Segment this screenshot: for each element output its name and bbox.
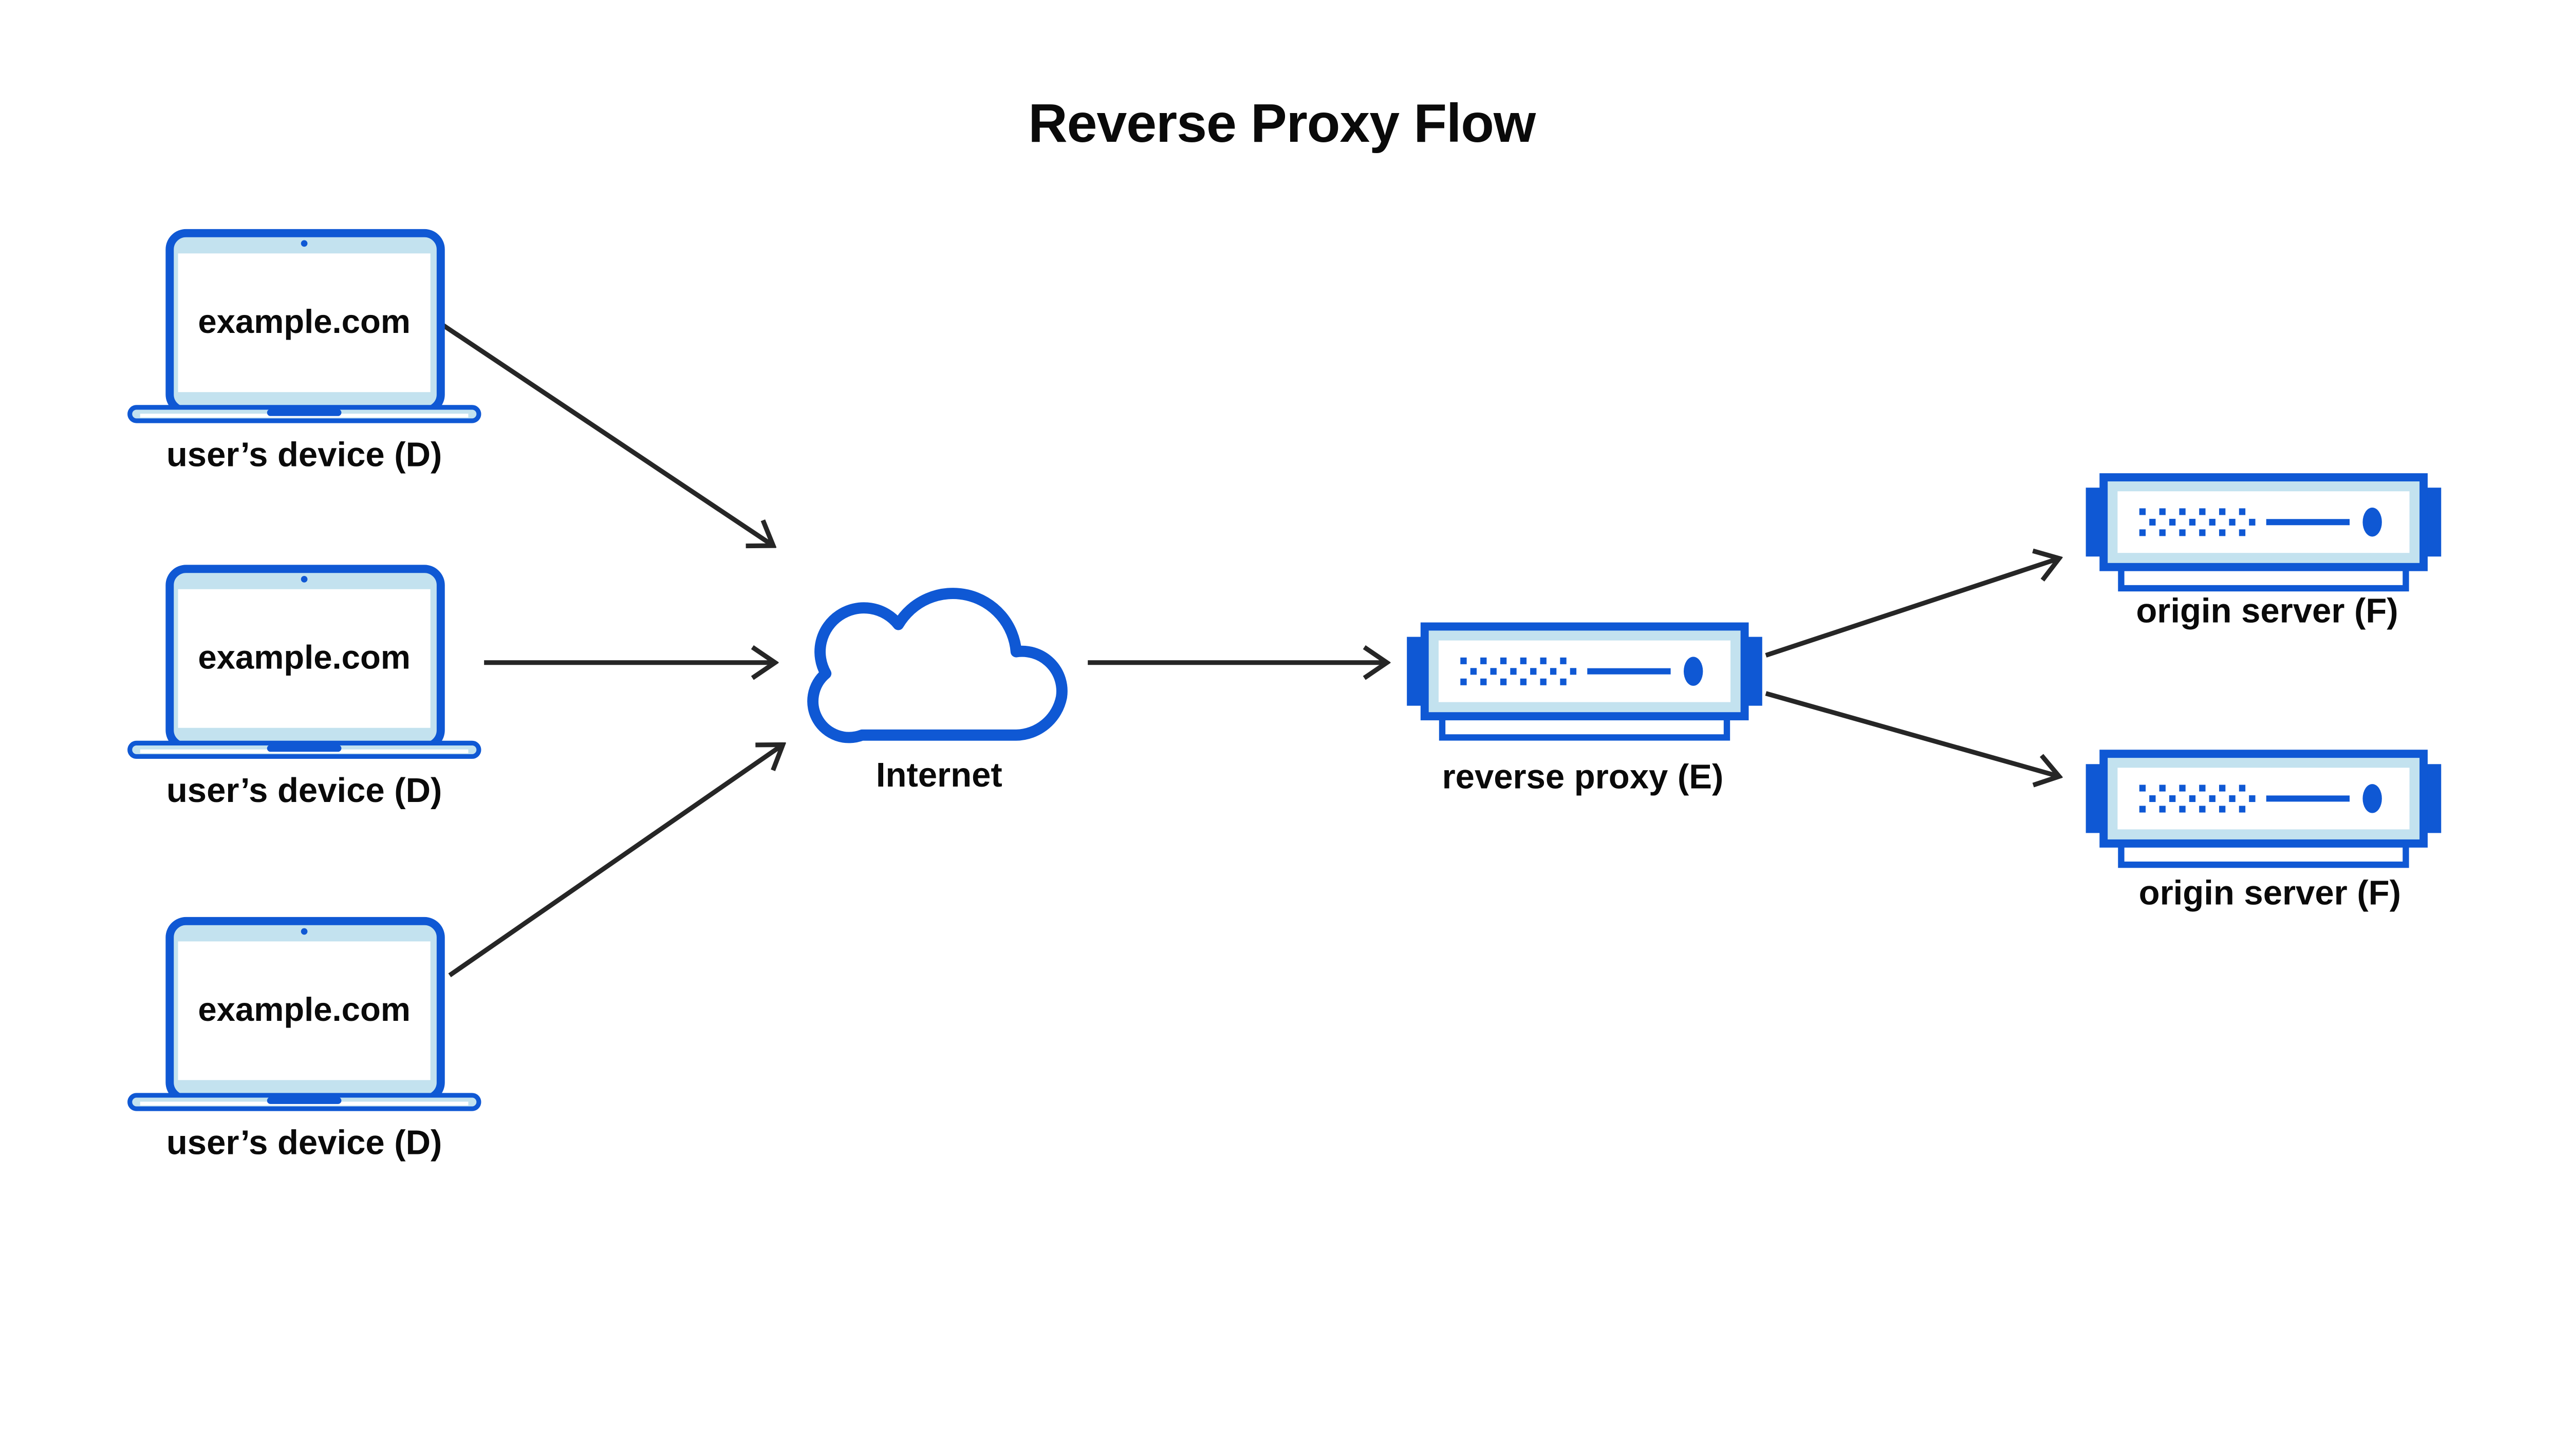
arrow-device1-to-internet bbox=[440, 322, 773, 546]
server-icon bbox=[2086, 477, 2442, 588]
origin-caption: origin server (F) bbox=[2139, 873, 2401, 912]
user-device-node-2: example.com user’s device (D) bbox=[130, 569, 479, 810]
diagram-canvas: Reverse Proxy Flow example.com user’s de… bbox=[0, 93, 2569, 1162]
device-caption: user’s device (D) bbox=[166, 1124, 442, 1162]
origin-server-node-1: origin server (F) bbox=[2086, 477, 2442, 630]
diagram: Reverse Proxy Flow example.com user’s de… bbox=[0, 92, 2569, 1162]
server-icon bbox=[1407, 626, 1762, 737]
device-caption: user’s device (D) bbox=[166, 771, 442, 810]
device-screen-label: example.com bbox=[198, 991, 411, 1028]
arrow-proxy-to-origin1 bbox=[1765, 558, 2059, 658]
arrow-device3-to-internet bbox=[448, 745, 783, 978]
reverse-proxy-node: reverse proxy (E) bbox=[1407, 626, 1762, 796]
device-screen-label: example.com bbox=[198, 303, 411, 340]
internet-node: Internet bbox=[807, 588, 1068, 794]
arrow-proxy-to-origin2 bbox=[1765, 691, 2059, 777]
internet-label: Internet bbox=[876, 756, 1002, 794]
server-icon bbox=[2086, 754, 2442, 865]
cloud-icon bbox=[807, 588, 1068, 743]
user-device-node-1: example.com user’s device (D) bbox=[130, 233, 479, 474]
origin-caption: origin server (F) bbox=[2136, 592, 2398, 630]
device-screen-label: example.com bbox=[198, 639, 411, 676]
page-title: Reverse Proxy Flow bbox=[1028, 93, 1536, 154]
device-caption: user’s device (D) bbox=[166, 435, 442, 474]
proxy-caption: reverse proxy (E) bbox=[1442, 757, 1724, 796]
user-device-node-3: example.com user’s device (D) bbox=[130, 921, 479, 1162]
origin-server-node-2: origin server (F) bbox=[2086, 754, 2442, 912]
flow-arrows bbox=[440, 322, 2059, 978]
